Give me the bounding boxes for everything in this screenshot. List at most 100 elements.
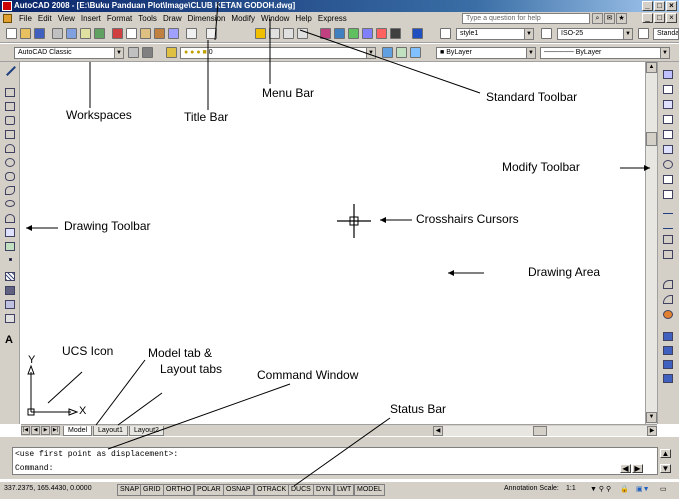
- model-space-toggle[interactable]: MODEL: [354, 484, 385, 496]
- undo-icon[interactable]: [186, 28, 197, 39]
- send-under-icon[interactable]: [663, 374, 673, 383]
- region-icon[interactable]: [5, 300, 15, 309]
- menu-help[interactable]: Help: [295, 14, 312, 23]
- chevron-down-icon[interactable]: ▼: [114, 48, 123, 58]
- match-properties-icon[interactable]: [154, 28, 165, 39]
- communication-center-icon[interactable]: ✉: [604, 13, 615, 24]
- help-search-input[interactable]: Type a question for help: [462, 13, 590, 24]
- zoom-window-icon[interactable]: [283, 28, 294, 39]
- command-text-area[interactable]: <use first point as displacement>: Comma…: [12, 447, 658, 475]
- grid-toggle[interactable]: GRID: [140, 484, 164, 496]
- dim-style-select[interactable]: ISO-25▼: [557, 28, 633, 40]
- cut-icon[interactable]: [112, 28, 123, 39]
- hatch-icon[interactable]: [5, 272, 15, 281]
- chevron-down-icon[interactable]: ▼: [526, 48, 535, 58]
- publish-icon[interactable]: [80, 28, 91, 39]
- command-prompt[interactable]: Command:: [15, 464, 54, 473]
- revision-cloud-icon[interactable]: [5, 172, 15, 181]
- erase-icon[interactable]: [663, 70, 673, 79]
- break-icon[interactable]: [663, 250, 673, 259]
- chevron-down-icon[interactable]: ▼: [623, 29, 632, 39]
- autocad-app-icon[interactable]: [2, 1, 12, 11]
- otrack-toggle[interactable]: OTRACK: [254, 484, 290, 496]
- spline-icon[interactable]: [5, 186, 15, 195]
- draworder-front-icon[interactable]: [663, 332, 673, 341]
- save-icon[interactable]: [34, 28, 45, 39]
- horizontal-scrollbar[interactable]: ◀ ▶: [433, 426, 657, 436]
- scroll-thumb-horizontal[interactable]: [533, 426, 547, 436]
- menu-view[interactable]: View: [57, 14, 75, 23]
- menu-draw[interactable]: Draw: [162, 14, 182, 23]
- draworder-back-icon[interactable]: [663, 346, 673, 355]
- coordinate-display[interactable]: 337.2375, 165.4430, 0.0000: [4, 485, 92, 492]
- dim-style-icon[interactable]: [541, 28, 552, 39]
- tab-model[interactable]: Model: [63, 426, 93, 436]
- document-icon[interactable]: [3, 14, 12, 23]
- clean-screen-icon[interactable]: ▭: [660, 486, 667, 493]
- lock-icon[interactable]: 🔒: [620, 486, 629, 493]
- plot-preview-icon[interactable]: [66, 28, 77, 39]
- design-center-icon[interactable]: [334, 28, 345, 39]
- menu-express[interactable]: Express: [317, 14, 347, 23]
- print-icon[interactable]: [52, 28, 63, 39]
- polygon-icon[interactable]: [5, 116, 15, 125]
- layer-properties-icon[interactable]: [166, 47, 177, 58]
- extend-icon[interactable]: [663, 220, 673, 229]
- quickcalc-icon[interactable]: [390, 28, 401, 39]
- construction-line-icon[interactable]: [5, 88, 15, 97]
- workspace-settings-icon[interactable]: [128, 47, 139, 58]
- ortho-toggle[interactable]: ORTHO: [163, 484, 195, 496]
- table-style-select[interactable]: Standa: [653, 28, 679, 40]
- ellipse-icon[interactable]: [5, 200, 15, 207]
- chevron-down-icon[interactable]: ▼: [366, 48, 375, 58]
- lwt-toggle[interactable]: LWT: [334, 484, 355, 496]
- markup-icon[interactable]: [376, 28, 387, 39]
- stretch-icon[interactable]: [663, 190, 673, 199]
- table-icon[interactable]: [5, 314, 15, 323]
- dyn-toggle[interactable]: DYN: [313, 484, 334, 496]
- menu-edit[interactable]: Edit: [37, 14, 52, 23]
- scroll-thumb[interactable]: [646, 132, 657, 146]
- join-icon[interactable]: [663, 265, 673, 274]
- menu-window[interactable]: Window: [260, 14, 290, 23]
- trim-icon[interactable]: [663, 205, 673, 214]
- next-tab-icon[interactable]: ▶: [41, 426, 50, 435]
- favorites-icon[interactable]: ★: [616, 13, 627, 24]
- tab-layout2[interactable]: Layout2: [129, 426, 164, 436]
- polyline-icon[interactable]: [5, 102, 15, 111]
- doc-close-button[interactable]: ×: [666, 13, 677, 23]
- chevron-down-icon[interactable]: ▼: [524, 29, 533, 39]
- rectangle-icon[interactable]: [5, 130, 15, 139]
- menu-tools[interactable]: Tools: [138, 14, 157, 23]
- search-help-icon[interactable]: ⌕: [592, 13, 603, 24]
- ellipse-arc-icon[interactable]: [5, 214, 15, 223]
- polar-toggle[interactable]: POLAR: [194, 484, 224, 496]
- linetype-select[interactable]: ────── ByLayer ▼: [540, 47, 670, 59]
- make-current-layer-icon[interactable]: [382, 47, 393, 58]
- workspace-select[interactable]: AutoCAD Classic▼: [14, 47, 124, 59]
- zoom-previous-icon[interactable]: [297, 28, 308, 39]
- open-file-icon[interactable]: [20, 28, 31, 39]
- osnap-toggle[interactable]: OSNAP: [223, 484, 254, 496]
- 3d-dwf-icon[interactable]: [94, 28, 105, 39]
- point-icon[interactable]: [9, 258, 12, 261]
- insert-block-icon[interactable]: [5, 228, 15, 237]
- scale-icon[interactable]: [663, 175, 673, 184]
- text-style-icon[interactable]: [440, 28, 451, 39]
- pan-icon[interactable]: [255, 28, 266, 39]
- line-icon[interactable]: [6, 66, 16, 76]
- color-select[interactable]: ■ ByLayer ▼: [436, 47, 536, 59]
- last-tab-icon[interactable]: ▶|: [51, 426, 60, 435]
- layer-previous-icon[interactable]: [396, 47, 407, 58]
- copy-icon[interactable]: [126, 28, 137, 39]
- array-icon[interactable]: [663, 130, 673, 139]
- cmd-scroll-down-icon[interactable]: ▼: [660, 464, 671, 473]
- doc-restore-button[interactable]: □: [654, 13, 665, 23]
- scroll-right-icon[interactable]: ▶: [647, 426, 657, 436]
- annotation-visibility-icon[interactable]: ▼ ⚲ ⚲: [590, 486, 612, 493]
- cmd-scroll-left-icon[interactable]: ◀: [620, 464, 631, 473]
- menu-format[interactable]: Format: [106, 14, 133, 23]
- break-at-point-icon[interactable]: [663, 235, 673, 244]
- bring-above-icon[interactable]: [663, 360, 673, 369]
- new-file-icon[interactable]: [6, 28, 17, 39]
